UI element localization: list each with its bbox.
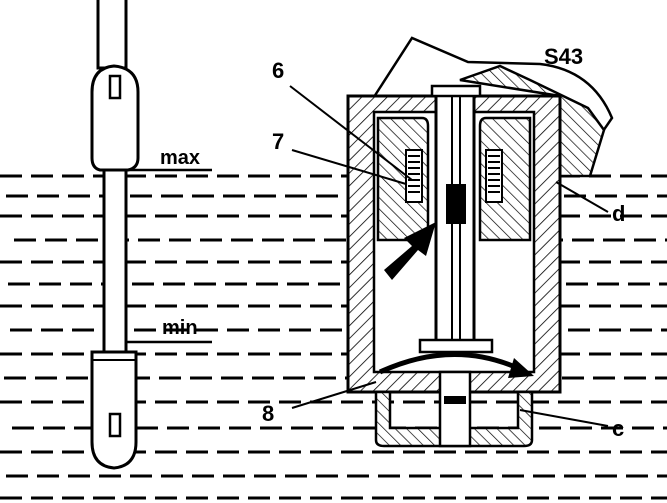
part-8-label: 8	[262, 401, 275, 426]
part-c-label: c	[612, 416, 625, 441]
min-label: min	[162, 317, 198, 339]
max-label: max	[160, 147, 201, 169]
part-d-label: d	[612, 201, 626, 226]
part-6-label: 6	[272, 58, 285, 83]
part-7-label: 7	[272, 129, 285, 154]
dipstick	[90, 0, 212, 470]
sensor-assembly	[346, 36, 614, 448]
sensor-s43-label: S43	[544, 44, 584, 69]
leader-lines	[289, 85, 609, 427]
